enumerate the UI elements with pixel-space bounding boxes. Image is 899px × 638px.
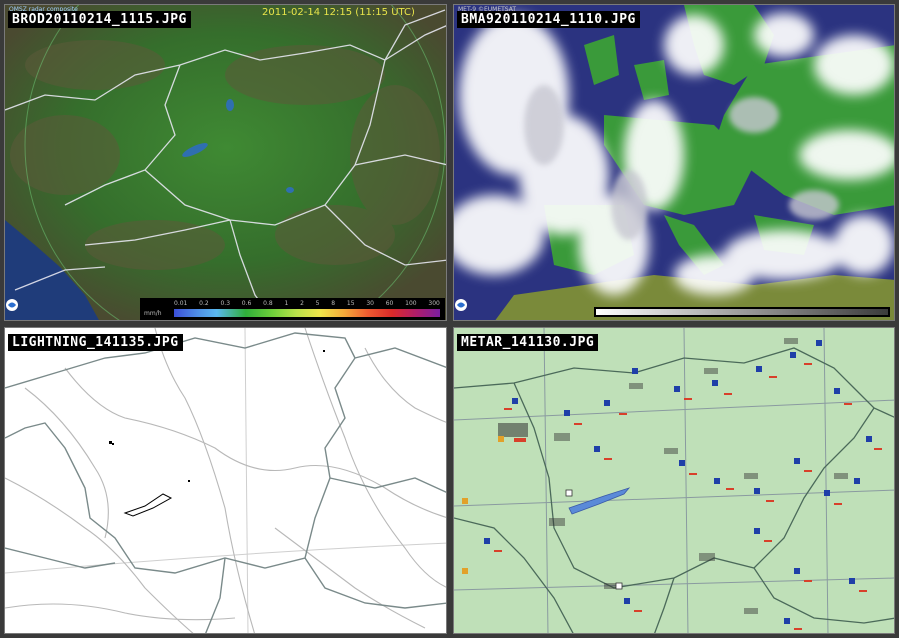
colorbar-tick: 100 xyxy=(405,300,417,307)
omsz-logo-icon xyxy=(6,299,18,311)
radar-colorbar: 0.01 0.2 0.3 0.6 0.8 1 2 5 8 15 30 60 10… xyxy=(140,298,445,320)
satellite-filename-label: BMA920110214_1110.JPG xyxy=(457,11,640,28)
radar-filename-label: BROD20110214_1115.JPG xyxy=(8,11,191,28)
colorbar-tick: 0.6 xyxy=(241,300,252,307)
satellite-brightness-bar xyxy=(594,307,890,317)
colorbar-tick: 30 xyxy=(366,300,374,307)
lightning-filename-label: LIGHTNING_141135.JPG xyxy=(8,334,183,351)
colorbar-tick: 1 xyxy=(284,300,289,307)
colorbar-tick: 2 xyxy=(300,300,304,307)
colorbar-unit: mm/h xyxy=(144,310,162,317)
colorbar-ticks: 0.01 0.2 0.3 0.6 0.8 1 2 5 8 15 30 60 10… xyxy=(174,300,440,308)
radar-map xyxy=(5,5,446,320)
colorbar-tick: 15 xyxy=(346,300,355,307)
colorbar-tick: 300 xyxy=(428,300,440,307)
radar-timestamp: 2011-02-14 12:15 (11:15 UTC) xyxy=(262,7,415,18)
colorbar-tick: 0.2 xyxy=(199,300,209,307)
colorbar-tick: 8 xyxy=(331,300,336,307)
satellite-header-text: MET-9 ©EUMETSAT xyxy=(458,6,517,13)
colorbar-tick: 0.01 xyxy=(174,300,188,307)
lightning-map xyxy=(5,328,446,633)
colorbar-tick: 60 xyxy=(385,300,394,307)
eumetsat-logo-icon xyxy=(455,299,467,311)
satellite-map xyxy=(454,5,894,320)
colorbar-gradient xyxy=(174,309,440,317)
satellite-brightness-gradient xyxy=(596,309,888,315)
satellite-panel[interactable]: MET-9 ©EUMETSAT BMA920110214_1110.JPG xyxy=(453,4,895,321)
colorbar-tick: 0.8 xyxy=(263,300,273,307)
radar-panel[interactable]: OMSZ radar composite 2011-02-14 12:15 (1… xyxy=(4,4,447,321)
colorbar-tick: 5 xyxy=(315,300,320,307)
metar-map xyxy=(454,328,894,633)
metar-filename-label: METAR_141130.JPG xyxy=(457,334,599,351)
colorbar-tick: 0.3 xyxy=(220,300,231,307)
lightning-panel[interactable]: LIGHTNING_141135.JPG xyxy=(4,327,447,634)
metar-panel[interactable]: METAR_141130.JPG xyxy=(453,327,895,634)
radar-header-text: OMSZ radar composite xyxy=(9,6,78,13)
